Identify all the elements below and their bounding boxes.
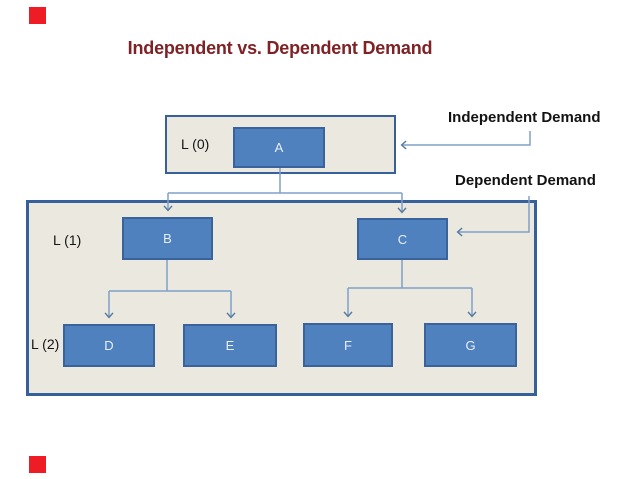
arrow-independent-demand [400, 131, 531, 150]
node-c: C [357, 218, 448, 260]
node-g: G [424, 323, 517, 367]
independent-demand-label: Independent Demand [448, 109, 601, 126]
dependent-demand-label: Dependent Demand [455, 172, 596, 189]
node-a: A [233, 127, 325, 168]
node-f: F [303, 323, 393, 367]
node-e: E [183, 324, 277, 367]
level-label-1: L (1) [53, 232, 82, 248]
red-corner-marker-bottom [29, 456, 46, 473]
level-label-0: L (0) [181, 136, 210, 152]
arrow-dependent-demand [456, 196, 530, 237]
page-title: Independent vs. Dependent Demand [127, 38, 433, 58]
level-label-2: L (2) [31, 336, 60, 352]
node-d: D [63, 324, 155, 367]
node-b: B [122, 217, 213, 260]
red-corner-marker-top [29, 7, 46, 24]
